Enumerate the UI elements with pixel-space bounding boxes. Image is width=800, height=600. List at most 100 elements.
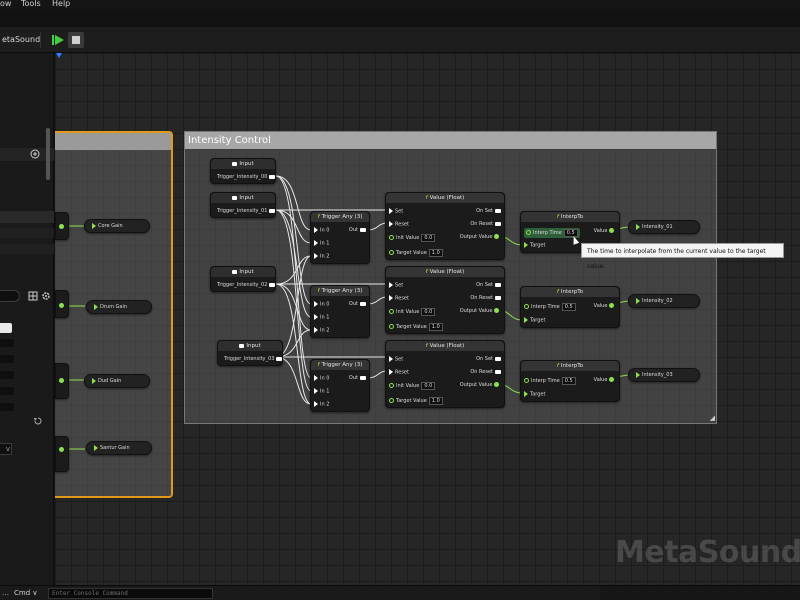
input-node-trigger-intensity-01[interactable]: Input Trigger_Intensity_01 — [210, 192, 276, 218]
pin[interactable] — [389, 250, 394, 255]
panel-scrollbar[interactable] — [46, 128, 50, 180]
target-value-input[interactable]: 1.0 — [428, 323, 443, 331]
trigger-pin[interactable] — [495, 282, 501, 287]
exec-pin[interactable] — [389, 282, 393, 288]
property-dropdown[interactable]: v — [0, 443, 12, 455]
target-value-input[interactable]: 1.0 — [428, 397, 443, 405]
pin[interactable] — [389, 309, 394, 314]
trigger-pin[interactable] — [276, 356, 283, 361]
pin[interactable] — [59, 447, 64, 452]
output-node-intensity-03[interactable]: Intensity_03 — [628, 368, 700, 382]
pin[interactable] — [389, 383, 394, 388]
property-field[interactable] — [0, 387, 14, 395]
pin[interactable] — [524, 378, 529, 383]
menu-item-help[interactable]: Help — [52, 0, 71, 8]
exec-pin[interactable] — [314, 227, 318, 233]
trigger-pin[interactable] — [360, 301, 366, 306]
menu-item-window[interactable]: ow — [0, 0, 12, 8]
trigger-pin[interactable] — [495, 221, 501, 226]
init-value-input[interactable]: 0.0 — [421, 234, 436, 242]
comment-box-gains[interactable] — [55, 131, 173, 498]
pin[interactable] — [389, 398, 394, 403]
add-icon[interactable] — [30, 149, 40, 159]
input-pin[interactable] — [636, 371, 640, 378]
target-pin[interactable] — [524, 317, 528, 323]
pin[interactable] — [524, 304, 529, 309]
target-pin[interactable] — [524, 391, 528, 397]
property-field[interactable] — [0, 403, 14, 411]
exec-pin[interactable] — [314, 375, 318, 381]
exec-pin[interactable] — [389, 208, 393, 214]
console-command-input[interactable]: Enter Console Command — [48, 588, 213, 599]
init-value-input[interactable]: 0.0 — [421, 308, 436, 316]
trigger-pin[interactable] — [269, 282, 276, 287]
output-pin[interactable] — [609, 377, 614, 382]
stop-button[interactable] — [68, 32, 84, 48]
exec-pin[interactable] — [314, 327, 318, 333]
play-button[interactable] — [50, 32, 66, 48]
output-pin[interactable] — [609, 303, 614, 308]
input-node-trigger-intensity-02[interactable]: Input Trigger_Intensity_02 — [210, 266, 276, 292]
pin[interactable] — [389, 324, 394, 329]
property-field[interactable] — [0, 339, 14, 347]
node-partial[interactable] — [55, 212, 69, 240]
node-partial[interactable] — [55, 290, 69, 318]
input-pin[interactable] — [636, 223, 640, 230]
trigger-pin[interactable] — [495, 208, 501, 213]
exec-pin[interactable] — [389, 295, 393, 301]
output-node-intensity-01[interactable]: Intensity_01 — [628, 220, 700, 234]
pin[interactable] — [59, 378, 64, 383]
exec-pin[interactable] — [314, 388, 318, 394]
details-search-input[interactable] — [0, 290, 20, 302]
output-node-intensity-02[interactable]: Intensity_02 — [628, 294, 700, 308]
table-view-icon[interactable] — [28, 291, 38, 301]
property-field[interactable] — [0, 371, 14, 379]
pin[interactable] — [389, 235, 394, 240]
output-pin[interactable] — [609, 228, 614, 233]
exec-pin[interactable] — [314, 301, 318, 307]
node-partial[interactable] — [55, 436, 69, 472]
pin[interactable] — [526, 230, 531, 235]
status-left[interactable]: … — [2, 589, 9, 597]
output-pin[interactable] — [494, 308, 499, 313]
input-pin[interactable] — [92, 377, 96, 384]
exec-pin[interactable] — [389, 369, 393, 375]
node-partial[interactable] — [55, 363, 69, 399]
input-pin[interactable] — [94, 303, 98, 310]
target-value-input[interactable]: 1.0 — [428, 249, 443, 257]
trigger-pin[interactable] — [269, 174, 276, 179]
panel-row[interactable] — [0, 228, 54, 238]
cmd-dropdown[interactable]: Cmd ∨ — [14, 589, 38, 597]
trigger-pin[interactable] — [360, 227, 366, 232]
resize-grip-icon[interactable]: ◢ — [709, 414, 715, 422]
menu-item-tools[interactable]: Tools — [21, 0, 41, 8]
trigger-pin[interactable] — [495, 369, 501, 374]
panel-row[interactable] — [0, 244, 54, 254]
color-swatch[interactable] — [0, 323, 12, 333]
gear-icon[interactable] — [41, 291, 51, 301]
panel-row[interactable] — [0, 211, 54, 223]
input-node-trigger-intensity-00[interactable]: Input Trigger_Intensity_00 — [210, 158, 276, 184]
exec-pin[interactable] — [314, 401, 318, 407]
input-node-trigger-intensity-03[interactable]: Input Trigger_Intensity_03 — [217, 340, 283, 366]
trigger-pin[interactable] — [495, 356, 501, 361]
trigger-pin[interactable] — [269, 208, 276, 213]
output-node-dud-gain[interactable]: Dud Gain — [84, 374, 150, 388]
asset-tab[interactable]: etaSound — [2, 35, 41, 44]
interp-time-input[interactable]: 0.5 — [563, 229, 578, 237]
output-pin[interactable] — [494, 382, 499, 387]
panel-section-row[interactable] — [0, 148, 54, 161]
exec-pin[interactable] — [314, 240, 318, 246]
exec-pin[interactable] — [314, 314, 318, 320]
pin[interactable] — [59, 224, 64, 229]
exec-pin[interactable] — [314, 253, 318, 259]
exec-pin[interactable] — [389, 221, 393, 227]
output-node-santur-gain[interactable]: Santur Gain — [86, 441, 152, 455]
